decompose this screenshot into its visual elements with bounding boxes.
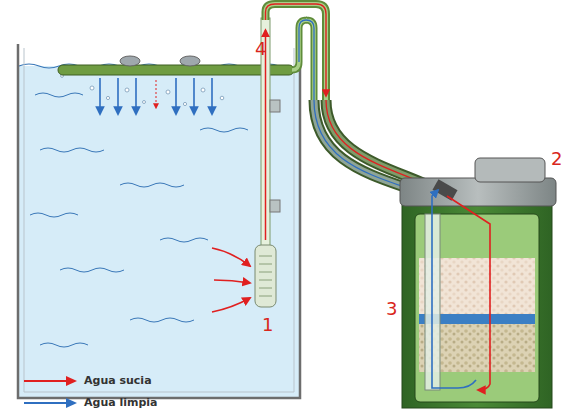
jet (99, 78, 101, 114)
bubble (201, 88, 205, 92)
callout-number: 3 (386, 300, 397, 318)
legend-arrow (22, 375, 78, 387)
slit (259, 288, 272, 289)
legend-line (24, 402, 68, 404)
legend-arrowhead (66, 398, 77, 408)
wave (130, 318, 194, 322)
water-jets (100, 78, 212, 114)
legend-arrow (22, 397, 78, 409)
water (19, 66, 299, 397)
clean-flow (299, 20, 314, 100)
legend-text: Agua sucia (84, 374, 152, 387)
wave (120, 183, 184, 187)
tank-glass (24, 48, 294, 392)
wave (40, 343, 88, 347)
legend-entry: Agua limpia (22, 396, 158, 409)
jet (211, 78, 213, 114)
jet (193, 78, 195, 114)
bubble (220, 96, 224, 100)
wave (200, 128, 248, 132)
slit (259, 296, 272, 297)
wave (60, 268, 124, 272)
outlet-u-pipe-inner (292, 20, 314, 100)
flow-arrow (214, 280, 250, 283)
bubble (90, 86, 94, 90)
bubbles (61, 70, 224, 105)
intake-u-pipe (266, 4, 327, 100)
legend-entry: Agua sucia (22, 374, 152, 387)
outlet-u-pipe (292, 20, 314, 100)
wave (35, 93, 83, 97)
flow-arrow (212, 248, 250, 266)
legend-arrowhead (66, 376, 77, 386)
clip (270, 100, 280, 112)
canister-window (415, 214, 539, 402)
wave (160, 238, 208, 242)
suction-cup (120, 56, 140, 66)
legend-line (24, 380, 68, 382)
bubble (106, 96, 109, 99)
callout-number: 1 (262, 316, 273, 334)
legend-text: Agua limpia (84, 396, 158, 409)
dirty-trace (156, 80, 157, 108)
callout-number: 2 (551, 150, 562, 168)
jet (135, 78, 137, 114)
suction-cup (180, 56, 200, 66)
wave (30, 213, 78, 217)
callout-number: 4 (255, 40, 266, 58)
dirty-flow (447, 196, 490, 390)
wave (40, 148, 104, 152)
clip (270, 200, 280, 212)
bubble (183, 102, 186, 105)
canister-body (402, 203, 552, 408)
slit (259, 256, 272, 257)
slit (259, 280, 272, 281)
flow-arrow (212, 298, 250, 312)
bubble (166, 90, 170, 94)
intake-arrows (212, 248, 250, 312)
valve (432, 179, 457, 200)
tank-wall (18, 44, 300, 398)
spray-bar (58, 65, 294, 75)
bubble (125, 88, 129, 92)
slit (259, 264, 272, 265)
bubble (143, 101, 146, 104)
slit (259, 272, 272, 273)
dirty-flow (265, 30, 267, 240)
clean-flow (432, 190, 476, 388)
jet (117, 78, 119, 114)
strainer (255, 245, 276, 307)
jet (175, 78, 177, 114)
waves (30, 93, 248, 347)
canister-handle (475, 158, 545, 182)
intake-u-pipe-inner (266, 4, 327, 100)
strainer-slits (259, 256, 272, 296)
